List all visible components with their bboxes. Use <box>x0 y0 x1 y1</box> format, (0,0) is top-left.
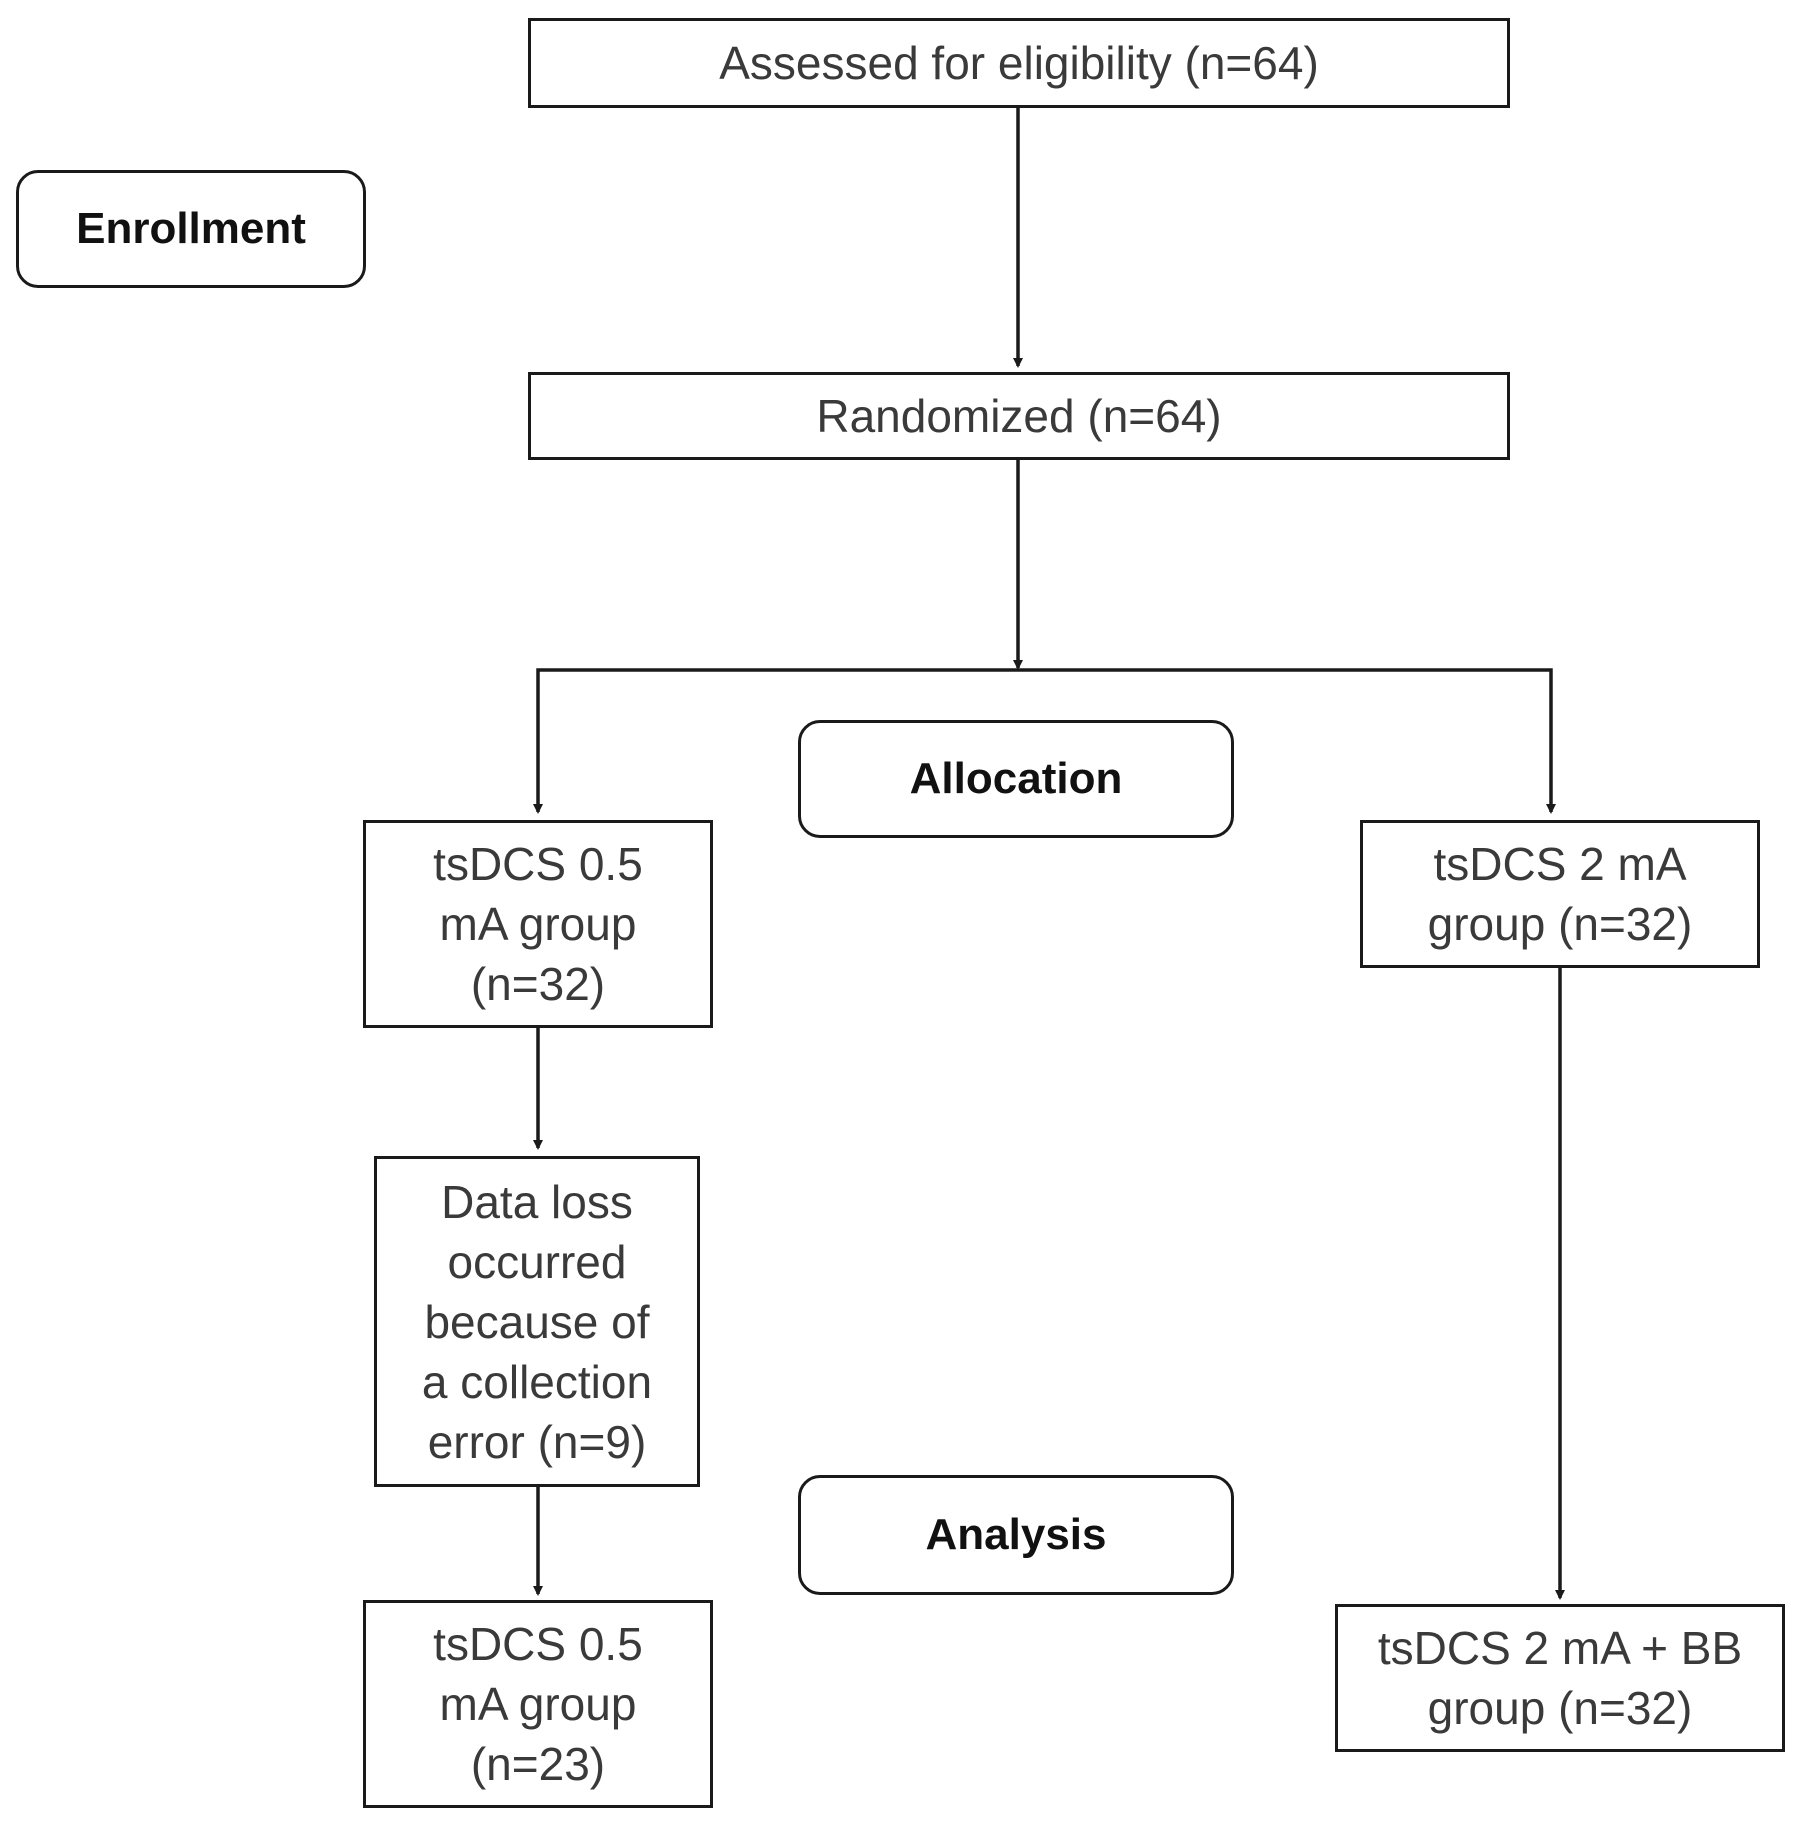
box-assessed: Assessed for eligibility (n=64) <box>528 18 1510 108</box>
box-assessed-text: Assessed for eligibility (n=64) <box>719 37 1319 89</box>
box-group-low-allocation-text: tsDCS 0.5 mA group (n=32) <box>433 838 643 1010</box>
stage-allocation: Allocation <box>798 720 1234 838</box>
box-group-low-allocation: tsDCS 0.5 mA group (n=32) <box>363 820 713 1028</box>
stage-enrollment: Enrollment <box>16 170 366 288</box>
split-line-right <box>1018 668 1556 814</box>
stage-enrollment-label: Enrollment <box>76 204 306 253</box>
box-data-loss-text: Data loss occurred because of a collecti… <box>421 1175 653 1468</box>
stage-allocation-label: Allocation <box>909 754 1123 803</box>
box-group-high-allocation: tsDCS 2 mA group (n=32) <box>1360 820 1760 968</box>
box-data-loss: Data loss occurred because of a collecti… <box>374 1156 700 1487</box>
box-group-high-allocation-text: tsDCS 2 mA group (n=32) <box>1427 838 1693 950</box>
box-group-low-analysis: tsDCS 0.5 mA group (n=23) <box>363 1600 713 1808</box>
box-group-low-analysis-text: tsDCS 0.5 mA group (n=23) <box>433 1618 643 1790</box>
box-randomized: Randomized (n=64) <box>528 372 1510 460</box>
box-randomized-text: Randomized (n=64) <box>816 390 1222 442</box>
stage-analysis-label: Analysis <box>925 1510 1107 1559</box>
box-group-high-analysis: tsDCS 2 mA + BB group (n=32) <box>1335 1604 1785 1752</box>
split-line-left <box>533 668 1018 814</box>
box-group-high-analysis-text: tsDCS 2 mA + BB group (n=32) <box>1377 1622 1743 1734</box>
stage-analysis: Analysis <box>798 1475 1234 1595</box>
